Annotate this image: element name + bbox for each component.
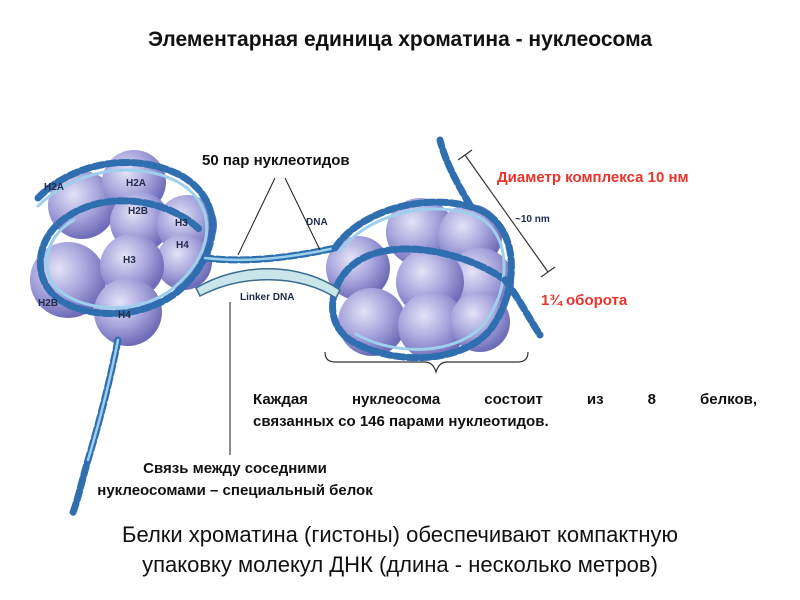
fig-label-h3-mid: H3 (123, 255, 136, 266)
linker-caption: Связь между соседними нуклеосомами – спе… (60, 458, 410, 502)
fig-label-h2b-left: H2B (38, 298, 58, 309)
histone-h4-top (156, 234, 212, 290)
linker-caption-line-1: Связь между соседними (143, 460, 327, 477)
summary-text: Белки хроматина (гистоны) обеспечивают к… (0, 520, 800, 580)
dna-tail-right (436, 136, 474, 209)
dna-linker-inner (203, 246, 337, 262)
summary-line-1: Белки хроматина (гистоны) обеспечивают к… (122, 522, 678, 547)
label-turns: 1¾ оборота (541, 292, 628, 309)
histone-right-7 (398, 292, 466, 360)
pointer-lines (229, 177, 321, 455)
dna-tail-right-2 (501, 276, 544, 339)
fig-label-h2b-top: H2B (128, 206, 148, 217)
label-50-nucleotide-pairs: 50 пар нуклеотидов (202, 152, 350, 169)
dna-strands (34, 136, 544, 519)
linker-protein (195, 268, 341, 300)
dna-wrap-right (329, 198, 515, 362)
scale-line (464, 154, 549, 273)
dna-wrap-right-inner (338, 207, 506, 351)
dna-wrap-left (34, 159, 216, 317)
composition-line-1: Каждая нуклеосома состоит из 8 белков, (253, 391, 757, 408)
composition-line-2: связанных со 146 парами нуклеотидов. (253, 413, 549, 430)
fig-label-h2a: H2A (126, 178, 146, 189)
turns-brace (324, 351, 529, 375)
dna-wrap-left-inner (36, 168, 209, 310)
page-title: Элементарная единица хроматина - нуклеос… (147, 28, 653, 51)
fig-label-10nm: ~10 nm (515, 214, 550, 225)
nucleosome-composition-text: Каждая нуклеосома состоит из 8 белков, с… (253, 389, 757, 433)
linker-caption-line-2: нуклеосомами – специальный белок (97, 482, 373, 499)
scale-cap-bottom (540, 266, 556, 278)
fig-label-linker-dna: Linker DNA (240, 292, 294, 303)
label-complex-diameter: Диаметр комплекса 10 нм (497, 169, 689, 186)
fig-label-h4-top: H4 (176, 240, 189, 251)
fig-label-dna: DNA (306, 217, 328, 228)
histone-right-6 (338, 288, 406, 356)
pointer-nucleotides-a (237, 177, 276, 256)
summary-line-2: упаковку молекул ДНК (длина - несколько … (142, 552, 658, 577)
fig-label-h3-top: H3 (175, 218, 188, 229)
histone-h2b-left (30, 242, 106, 318)
scale-cap-top (457, 149, 473, 161)
fig-label-h4-bottom: H4 (118, 310, 131, 321)
scale-bracket (457, 149, 556, 278)
fig-label-h2a-left: H2A (44, 182, 64, 193)
pointer-nucleotides-b (284, 177, 321, 251)
dna-tail-left-inner (86, 338, 120, 462)
